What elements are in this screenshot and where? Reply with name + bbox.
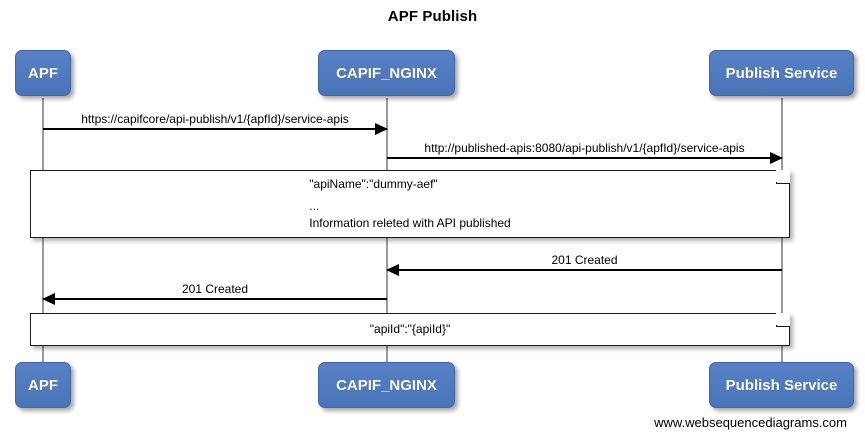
note-api-information: "apiName":"dummy-aef" ... Information re… xyxy=(30,169,790,238)
message-line xyxy=(43,298,387,300)
message-line xyxy=(43,128,387,130)
message-line xyxy=(387,269,782,271)
note-fold-corner-icon xyxy=(776,169,790,184)
note-line-api-id: "apiId":"{apiId}" xyxy=(369,322,451,336)
message-arrow-apf-to-capif-nginx[interactable]: https://capifcore/api-publish/v1/{apfId}… xyxy=(43,112,388,135)
message-label-publish-request: https://capifcore/api-publish/v1/{apfId}… xyxy=(81,112,349,126)
message-arrow-publish-service-to-capif-nginx[interactable]: 201 Created xyxy=(386,253,782,276)
participant-box-capif-nginx-bottom[interactable]: CAPIF_NGINX xyxy=(318,362,455,408)
participant-label-apf-top: APF xyxy=(28,64,58,82)
message-arrow-capif-nginx-to-publish-service[interactable]: http://published-apis:8080/api-publish/v… xyxy=(387,141,783,164)
participant-label-publish-service-bottom: Publish Service xyxy=(725,376,838,394)
participant-box-publish-service-top[interactable]: Publish Service xyxy=(709,50,854,96)
message-arrow-capif-nginx-to-apf[interactable]: 201 Created xyxy=(42,282,387,305)
note-api-id: "apiId":"{apiId}" xyxy=(30,312,790,346)
participant-label-apf-bottom: APF xyxy=(28,376,58,394)
arrowhead-left-icon xyxy=(42,293,55,305)
footer-credit-link[interactable]: www.websequencediagrams.com xyxy=(654,415,847,430)
message-label-201-created-response: 201 Created xyxy=(181,282,249,296)
participant-box-capif-nginx-top[interactable]: CAPIF_NGINX xyxy=(318,50,455,96)
arrowhead-right-icon xyxy=(375,123,388,135)
message-label-internal-publish-request: http://published-apis:8080/api-publish/v… xyxy=(424,141,745,155)
message-label-201-created-internal: 201 Created xyxy=(551,253,618,267)
arrowhead-left-icon xyxy=(386,264,399,276)
message-line xyxy=(387,157,782,159)
diagram-title: APF Publish xyxy=(387,8,478,25)
note-fold-corner-icon xyxy=(776,312,790,327)
note-line-api-name: "apiName":"dummy-aef" xyxy=(309,177,438,191)
note-line-ellipsis: ... xyxy=(309,199,320,213)
participant-box-apf-top[interactable]: APF xyxy=(15,50,71,96)
participant-box-apf-bottom[interactable]: APF xyxy=(15,362,71,408)
participant-label-publish-service-top: Publish Service xyxy=(725,64,838,82)
note-line-information: Information releted with API published xyxy=(309,216,511,230)
participant-label-capif-nginx-bottom: CAPIF_NGINX xyxy=(336,376,437,394)
arrowhead-right-icon xyxy=(770,152,783,164)
participant-label-capif-nginx-top: CAPIF_NGINX xyxy=(336,64,437,82)
participant-box-publish-service-bottom[interactable]: Publish Service xyxy=(709,362,854,408)
